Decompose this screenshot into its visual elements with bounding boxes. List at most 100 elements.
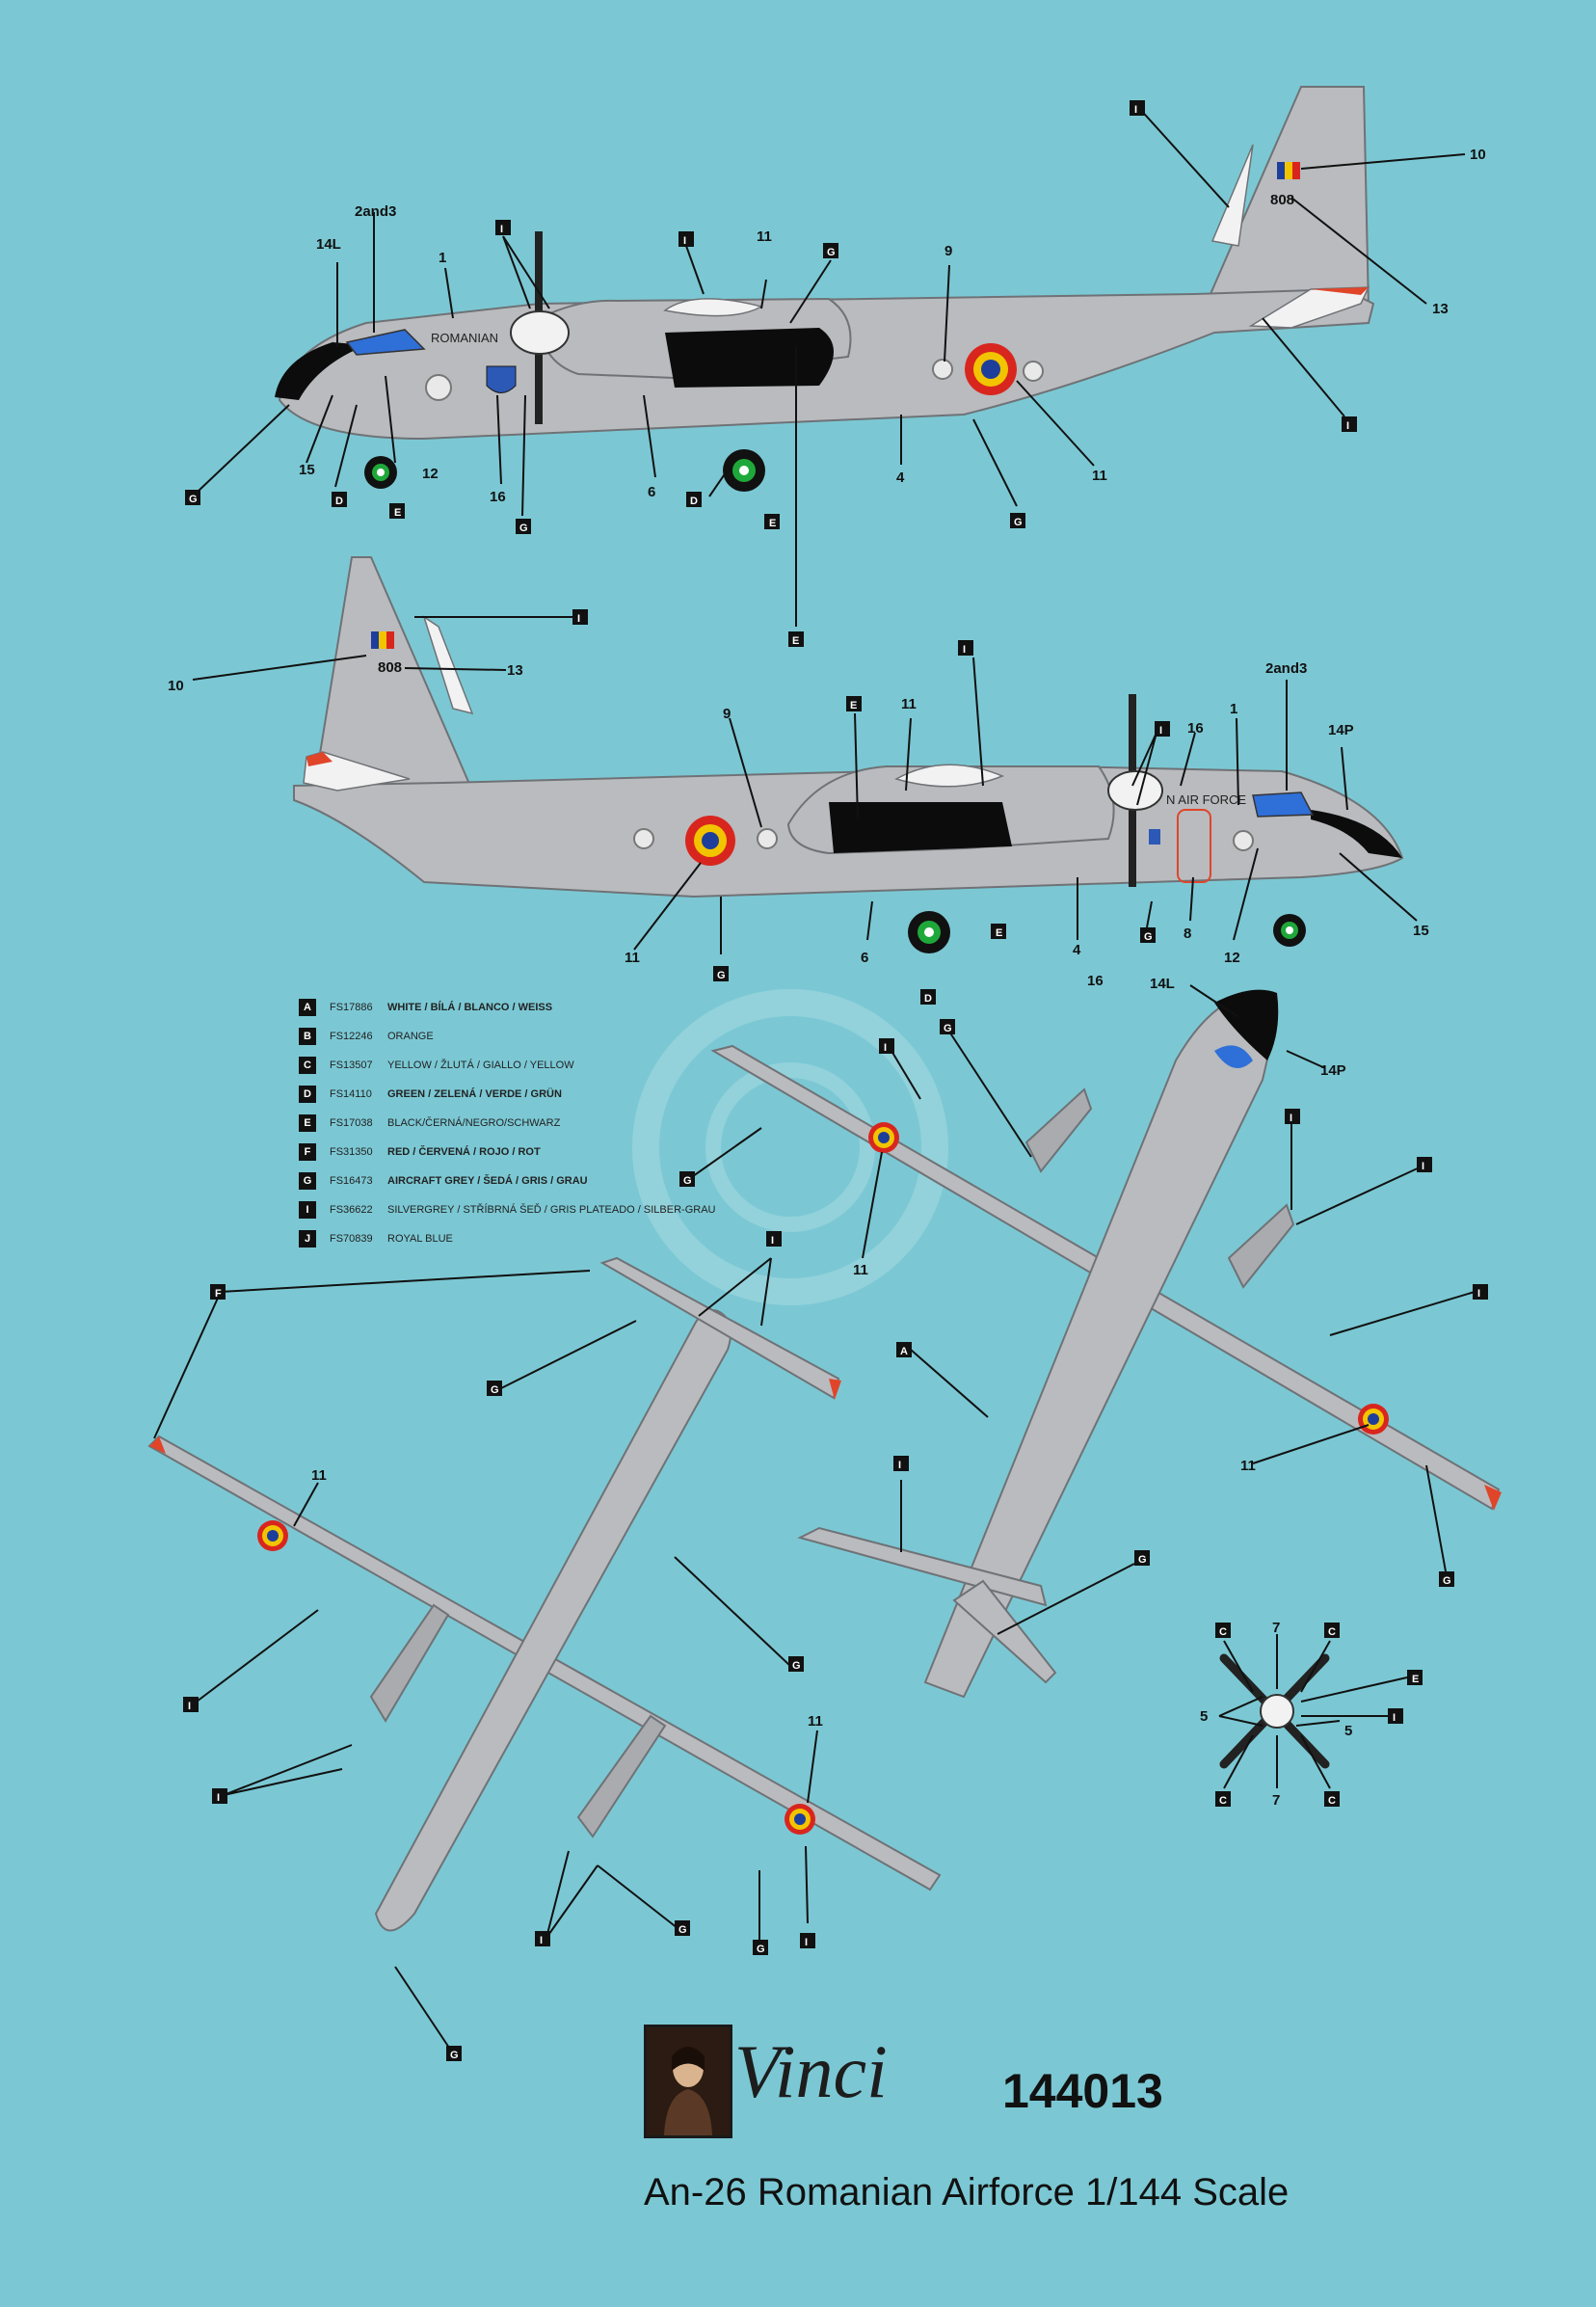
window (757, 828, 778, 849)
roundel (965, 343, 1017, 395)
legend-row: G FS16473 AIRCRAFT GREY / ŠEDÁ / GRIS / … (299, 1167, 800, 1195)
legend-key: B (299, 1028, 316, 1045)
legend-code: FS13507 (330, 1060, 373, 1071)
stabiliser-tip-red (1311, 287, 1369, 295)
callout: 11 (625, 950, 640, 966)
engine-nacelle (1227, 1203, 1295, 1289)
tail-flag (371, 631, 394, 649)
callout-key: C (1328, 1795, 1336, 1807)
propeller-detail: C 7 C E 5 I 5 C 7 C (1200, 1620, 1423, 1809)
callout-key: I (771, 1235, 774, 1247)
callout-key: F (215, 1288, 222, 1300)
right-side-view: 808 N AIR FORCE I 10 13 9 E 11 I I 16 (168, 556, 1429, 1005)
callout-key: G (757, 1944, 765, 1955)
engine-nacelle (576, 1714, 667, 1838)
tailplane-right (952, 1579, 1057, 1684)
product-title: An-26 Romanian Airforce 1/144 Scale (644, 2171, 1290, 2213)
legend-name: YELLOW / ŽLUTÁ / GIALLO / YELLOW (387, 1060, 574, 1071)
callout: 12 (422, 466, 439, 482)
callout: 13 (507, 662, 523, 679)
callout: 14P (1328, 722, 1354, 738)
legend-key: C (299, 1057, 316, 1074)
callout: 16 (1087, 973, 1104, 989)
callout-key: E (769, 518, 776, 529)
watermark-logo (632, 989, 948, 1305)
callout: 7 (1272, 1620, 1280, 1636)
legend-code: FS17886 (330, 1002, 373, 1013)
window (932, 359, 953, 380)
roundel (257, 1520, 288, 1551)
callout-key: I (898, 1460, 901, 1471)
callout-key: I (1422, 1161, 1424, 1172)
unit-crest (486, 365, 517, 393)
legend-row: J FS70839 ROYAL BLUE (299, 1224, 800, 1253)
legend-name: GREEN / ZELENÁ / VERDE / GRÜN (387, 1088, 562, 1100)
callout: 9 (944, 243, 952, 259)
legend-row: F FS31350 RED / ČERVENÁ / ROJO / ROT (299, 1138, 800, 1167)
legend-code: FS14110 (330, 1088, 372, 1100)
legend-name: RED / ČERVENÁ / ROJO / ROT (387, 1146, 541, 1158)
callout-key: I (577, 613, 580, 625)
callout: 1 (1230, 701, 1237, 717)
legend-key: A (299, 999, 316, 1016)
callout-key: G (678, 1924, 687, 1936)
legend-row: C FS13507 YELLOW / ŽLUTÁ / GIALLO / YELL… (299, 1051, 800, 1080)
callout: 11 (757, 228, 772, 245)
callout: 4 (896, 469, 905, 486)
underside-view: F I G 11 I I G 11 G I G I G (147, 1231, 942, 2061)
callout-key: G (1014, 517, 1023, 528)
spinner (1107, 770, 1163, 811)
callout-key: I (1477, 1288, 1480, 1300)
callout-key: G (1443, 1575, 1451, 1587)
callout: 16 (1187, 720, 1204, 737)
brand-name: Vinci (734, 2029, 888, 2113)
nose-radome (1214, 989, 1279, 1060)
horizontal-stabiliser (1248, 286, 1370, 329)
nose-wheel (364, 456, 397, 489)
legend-row: I FS36622 SILVERGREY / STŘÍBRNÁ ŠEĎ / GR… (299, 1195, 800, 1224)
callout: 7 (1272, 1792, 1280, 1809)
callout-key: I (963, 644, 966, 656)
callout-key: G (944, 1023, 952, 1034)
engine-nacelle (369, 1603, 450, 1723)
callout-key: D (335, 496, 343, 507)
roundel (785, 1804, 815, 1835)
callout: 11 (901, 696, 917, 712)
callout: 14P (1320, 1062, 1346, 1079)
callout-key: G (683, 1175, 692, 1187)
legend-name: WHITE / BÍLÁ / BLANCO / WEISS (387, 1002, 553, 1013)
cockpit-windows (345, 329, 426, 356)
callout: 15 (1413, 923, 1429, 939)
colour-legend: A FS17886 WHITE / BÍLÁ / BLANCO / WEISS … (299, 993, 800, 1253)
callout: 10 (1470, 147, 1486, 163)
tailplane-tip-red (829, 1379, 841, 1400)
callout: 2and3 (355, 203, 396, 220)
nose-wheel (1273, 914, 1306, 947)
legend-code: FS12246 (330, 1031, 373, 1042)
main-wheel (908, 911, 950, 953)
roundel (685, 816, 735, 866)
callout-key: C (1219, 1626, 1227, 1638)
legend-code: FS36622 (330, 1204, 373, 1216)
fuselage-title: N AIR FORCE (1166, 792, 1246, 807)
callout-key: I (683, 235, 686, 247)
product-number: 144013 (1002, 2064, 1163, 2118)
window (1023, 361, 1044, 382)
callout-key: I (540, 1935, 543, 1946)
fuselage-title: ROMANIAN (431, 331, 498, 345)
callout-key: I (217, 1792, 220, 1804)
callout-key: I (500, 224, 503, 235)
engine-nacelle (1024, 1087, 1093, 1173)
callout: 15 (299, 462, 315, 478)
window (425, 374, 452, 401)
wingtip-red (1484, 1485, 1502, 1511)
cockpit-windows (1252, 791, 1315, 818)
legend-key: F (299, 1143, 316, 1161)
callout-key: E (1412, 1674, 1419, 1685)
callout: 5 (1200, 1708, 1208, 1725)
callout-key: E (996, 927, 1002, 939)
callout: 11 (1240, 1458, 1256, 1474)
plan-view: 14L 14P G I I I G 11 I A 11 G I G (679, 976, 1502, 1699)
main-wheel (723, 449, 765, 492)
